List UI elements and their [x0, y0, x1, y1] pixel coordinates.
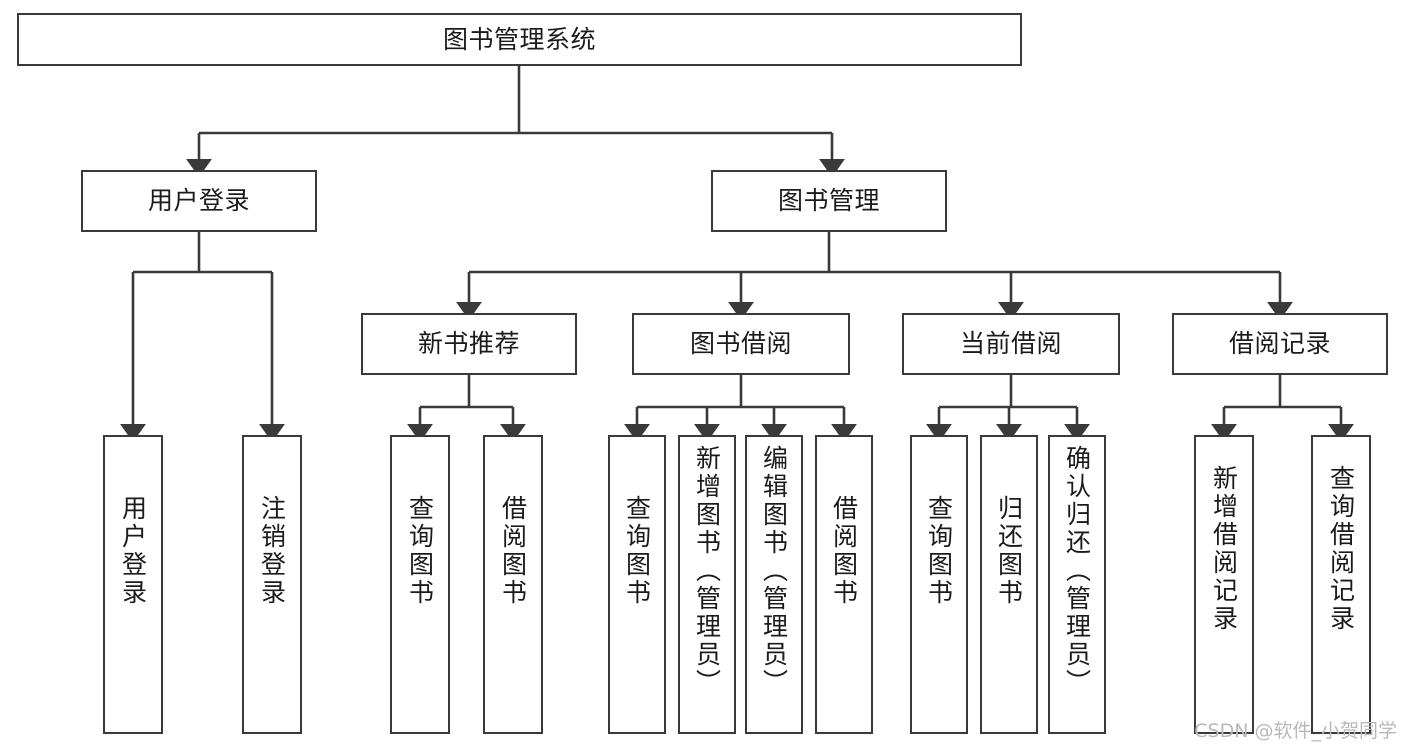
node-leaf-edit-book[interactable]: 编辑图书（管理员） [745, 435, 803, 734]
node-user-login-label: 用户登录 [147, 186, 250, 215]
node-leaf-borrow-book-2[interactable]: 借阅图书 [815, 435, 873, 734]
node-new-book-rec[interactable]: 新书推荐 [361, 313, 577, 375]
node-leaf-return-book-label: 归还图书 [994, 495, 1024, 607]
node-root[interactable]: 图书管理系统 [17, 13, 1022, 66]
node-book-manage[interactable]: 图书管理 [711, 170, 947, 232]
node-book-manage-label: 图书管理 [777, 186, 880, 215]
node-leaf-user-logout[interactable]: 注销登录 [242, 435, 302, 734]
node-book-borrow[interactable]: 图书借阅 [632, 313, 850, 375]
node-book-borrow-label: 图书借阅 [689, 329, 792, 358]
node-leaf-add-book[interactable]: 新增图书（管理员） [678, 435, 736, 734]
node-leaf-query-record-label: 查询借阅记录 [1326, 465, 1356, 633]
node-leaf-confirm-return-label: 确认归还（管理员） [1062, 445, 1092, 697]
node-leaf-add-record-label: 新增借阅记录 [1209, 465, 1239, 633]
node-leaf-query-record[interactable]: 查询借阅记录 [1311, 435, 1371, 734]
node-leaf-borrow-book-2-label: 借阅图书 [829, 495, 859, 607]
node-leaf-add-book-label: 新增图书（管理员） [692, 445, 722, 697]
node-leaf-query-book-1-label: 查询图书 [405, 495, 435, 607]
node-current-borrow-label: 当前借阅 [959, 329, 1062, 358]
node-leaf-user-logout-label: 注销登录 [257, 495, 287, 607]
node-new-book-rec-label: 新书推荐 [417, 329, 520, 358]
node-leaf-query-book-3[interactable]: 查询图书 [910, 435, 968, 734]
node-leaf-edit-book-label: 编辑图书（管理员） [759, 445, 789, 697]
node-leaf-borrow-book-1[interactable]: 借阅图书 [483, 435, 543, 734]
node-leaf-query-book-2-label: 查询图书 [622, 495, 652, 607]
node-leaf-query-book-3-label: 查询图书 [924, 495, 954, 607]
node-leaf-confirm-return[interactable]: 确认归还（管理员） [1048, 435, 1106, 734]
node-current-borrow[interactable]: 当前借阅 [902, 313, 1120, 375]
node-leaf-query-book-2[interactable]: 查询图书 [608, 435, 666, 734]
node-leaf-add-record[interactable]: 新增借阅记录 [1194, 435, 1254, 734]
node-leaf-query-book-1[interactable]: 查询图书 [390, 435, 450, 734]
node-borrow-record-label: 借阅记录 [1228, 329, 1331, 358]
node-leaf-user-login-label: 用户登录 [118, 495, 148, 607]
node-leaf-borrow-book-1-label: 借阅图书 [498, 495, 528, 607]
node-borrow-record[interactable]: 借阅记录 [1172, 313, 1388, 375]
node-user-login[interactable]: 用户登录 [81, 170, 317, 232]
watermark: CSDN @软件_小贺同学 [1194, 720, 1397, 742]
node-leaf-return-book[interactable]: 归还图书 [980, 435, 1038, 734]
node-root-label: 图书管理系统 [442, 24, 596, 54]
node-leaf-user-login[interactable]: 用户登录 [103, 435, 163, 734]
